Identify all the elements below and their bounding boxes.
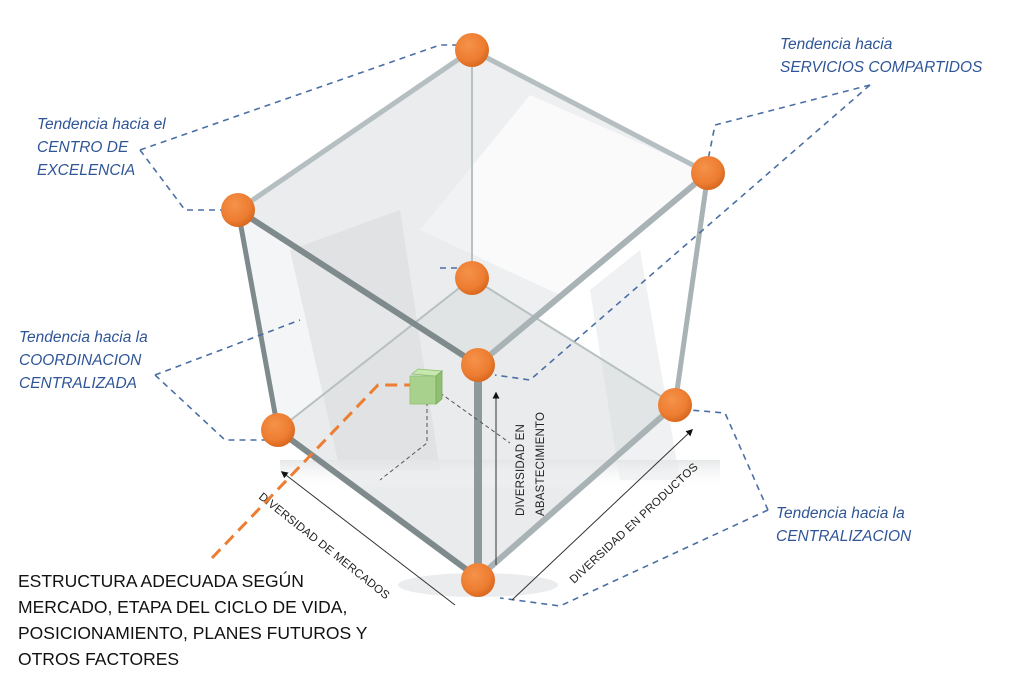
position-marker-cube bbox=[409, 368, 444, 405]
top-face-highlight bbox=[420, 95, 708, 295]
callout-centralizacion: Tendencia hacia la CENTRALIZACION bbox=[776, 502, 911, 548]
marker-projection-axis bbox=[439, 392, 511, 444]
callout-centro-excelencia: Tendencia hacia el CENTRO DE EXCELENCIA bbox=[37, 113, 166, 182]
node-front-bottom bbox=[461, 563, 495, 597]
leader-centralizacion-bottom bbox=[499, 509, 769, 607]
callout-centralizacion-line1: Tendencia hacia la bbox=[776, 505, 905, 522]
edge-floor-back-right bbox=[471, 277, 676, 406]
callout-servicios-line2: SERVICIOS COMPARTIDOS bbox=[780, 59, 983, 76]
leader-servicios-inner bbox=[494, 84, 871, 381]
node-back-floor bbox=[455, 261, 489, 295]
axis-label-abastecimiento-line2: ABASTECIMIENTO bbox=[535, 412, 547, 516]
callout-coordinacion-line3: CENTRALIZADA bbox=[19, 375, 137, 392]
structure-note-line1: ESTRUCTURA ADECUADA SEGÚN bbox=[18, 571, 304, 591]
axis-arrow-mercados bbox=[280, 471, 456, 606]
floor-reflection bbox=[280, 460, 720, 490]
node-top bbox=[455, 33, 489, 67]
cube-nodes bbox=[221, 33, 725, 597]
cube-front-edges bbox=[235, 47, 711, 582]
callout-servicios-line1: Tendencia hacia bbox=[780, 36, 893, 53]
callout-centro-excelencia-line2: CENTRO DE bbox=[37, 139, 129, 156]
callout-coordinacion-centralizada: Tendencia hacia la COORDINACION CENTRALI… bbox=[19, 326, 148, 395]
axis-arrows bbox=[280, 391, 694, 606]
callout-centralizacion-line2: CENTRALIZACION bbox=[776, 528, 912, 545]
edge-right-vertical bbox=[672, 170, 711, 408]
leader-centralizacion-node bbox=[689, 409, 769, 511]
leader-coordinacion-node bbox=[154, 374, 265, 441]
marker-cube-side bbox=[435, 370, 443, 405]
edge-top-left bbox=[235, 47, 475, 213]
node-left-top bbox=[221, 193, 255, 227]
edge-top-right bbox=[469, 47, 711, 176]
marker-projection-floor bbox=[379, 402, 428, 481]
structure-note-line2: MERCADO, ETAPA DEL CICLO DE VIDA, bbox=[18, 597, 348, 617]
callout-coordinacion-line2: COORDINACION bbox=[19, 352, 142, 369]
node-right-bottom bbox=[658, 388, 692, 422]
callout-centro-excelencia-line3: EXCELENCIA bbox=[37, 162, 136, 179]
axis-arrow-productos bbox=[511, 429, 694, 601]
marker-projection-lines bbox=[379, 392, 511, 481]
orange-leader-line bbox=[210, 383, 410, 560]
leader-servicios-top bbox=[707, 84, 871, 161]
marker-cube-front bbox=[409, 375, 437, 405]
structure-note-line3: POSICIONAMIENTO, PLANES FUTUROS Y bbox=[18, 623, 368, 643]
axis-label-abastecimiento-line1: DIVERSIDAD EN bbox=[515, 424, 527, 516]
cube-back-edges bbox=[277, 50, 676, 431]
callout-centro-excelencia-line1: Tendencia hacia el bbox=[37, 116, 166, 133]
edge-top-front-left bbox=[235, 207, 481, 368]
structure-note: ESTRUCTURA ADECUADA SEGÚN MERCADO, ETAPA… bbox=[18, 568, 367, 672]
structure-note-line4: OTROS FACTORES bbox=[18, 649, 180, 669]
edge-bottom-right bbox=[475, 402, 678, 581]
edge-left-vertical bbox=[235, 207, 281, 433]
callout-servicios-compartidos: Tendencia hacia SERVICIOS COMPARTIDOS bbox=[780, 33, 982, 79]
node-front-top bbox=[461, 348, 495, 382]
edge-floor-back-left bbox=[277, 277, 473, 431]
leader-coordinacion-back bbox=[154, 319, 301, 376]
leader-centro-excelencia-node bbox=[139, 149, 225, 211]
edge-top-front-right bbox=[475, 170, 711, 368]
callout-coordinacion-line1: Tendencia hacia la bbox=[19, 329, 148, 346]
node-right-top bbox=[691, 156, 725, 190]
node-left-bottom bbox=[261, 413, 295, 447]
